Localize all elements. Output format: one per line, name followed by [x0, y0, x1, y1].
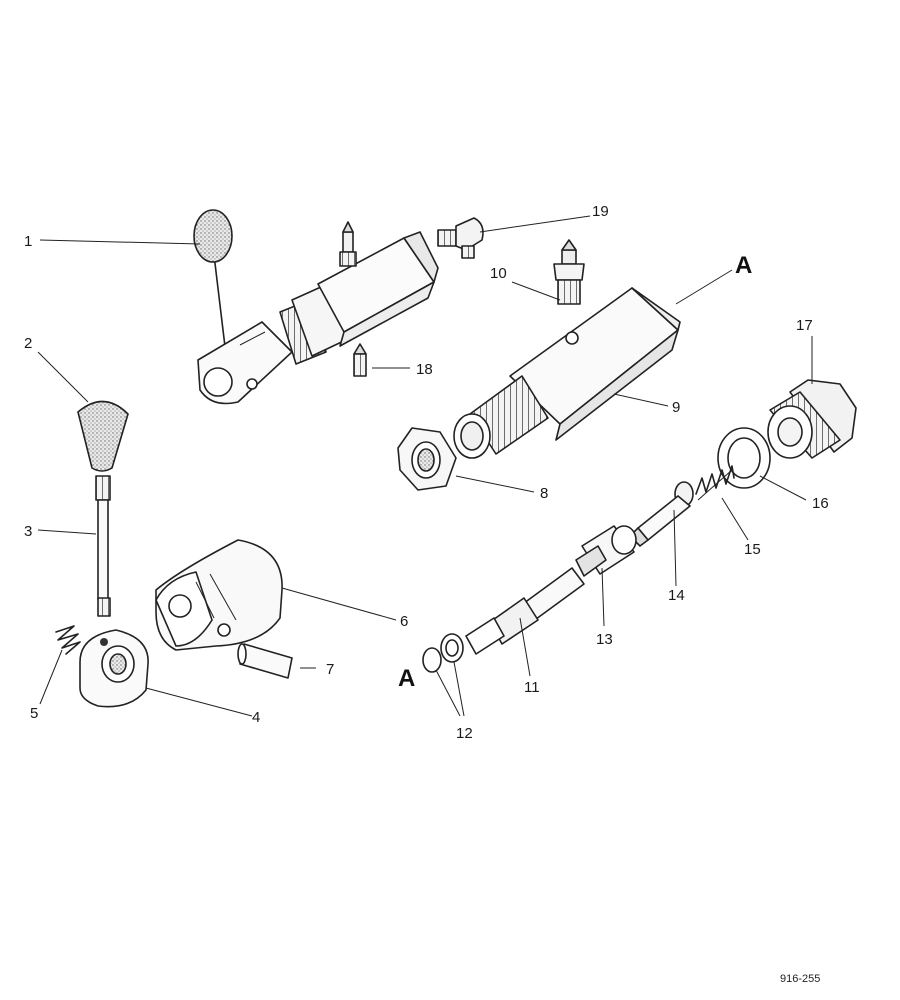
- part-19-elbow-fitting: [437, 217, 484, 259]
- part-14-poppet: [629, 481, 694, 547]
- callout-6: 6: [400, 613, 408, 630]
- assembled-hex-body: [317, 221, 439, 347]
- callout-1: 1: [24, 233, 32, 250]
- callout-5: 5: [30, 705, 38, 722]
- callout-2: 2: [24, 335, 32, 352]
- reference-number: 916-255: [780, 973, 820, 985]
- assembled-valve: [193, 209, 439, 405]
- part-11-shaft: [465, 567, 585, 655]
- callout-11: 11: [524, 679, 540, 696]
- callout-4: 4: [252, 709, 260, 726]
- part-18-nipple: [353, 343, 367, 377]
- part-4-round-block: [79, 629, 149, 708]
- part-5-spring: [55, 625, 81, 655]
- part-2-knob: [77, 400, 129, 472]
- callout-labels: 1 2 3 4 5 6 7 8 9 10 11 12 13 14 15 16 1…: [24, 203, 829, 985]
- callout-12: 12: [456, 725, 473, 742]
- part-17-plug: [767, 379, 857, 459]
- callout-18: 18: [416, 361, 433, 378]
- callout-8: 8: [540, 485, 548, 502]
- part-6-clevis: [155, 539, 283, 651]
- part-9-valve-body: [453, 287, 681, 459]
- callout-15: 15: [744, 541, 761, 558]
- callout-7: 7: [326, 661, 334, 678]
- part-12-o-rings: [422, 633, 464, 673]
- callout-9: 9: [672, 399, 680, 416]
- part-8-hex-nut: [397, 427, 457, 491]
- callout-17: 17: [796, 317, 813, 334]
- section-mark-top: A: [735, 252, 752, 279]
- part-7-pin: [237, 643, 293, 679]
- part-3-rod: [95, 475, 111, 617]
- part-16-washer: [717, 427, 771, 489]
- leader-lines: [37, 215, 813, 717]
- callout-19: 19: [592, 203, 609, 220]
- callout-16: 16: [812, 495, 829, 512]
- part-10-grease-fitting: [553, 239, 585, 305]
- part-15-spring: [695, 465, 735, 501]
- callout-10: 10: [490, 265, 507, 282]
- callout-14: 14: [668, 587, 685, 604]
- assembled-lever: [193, 209, 233, 356]
- part-13-collar: [575, 525, 637, 577]
- section-mark-bottom: A: [398, 665, 415, 692]
- callout-13: 13: [596, 631, 613, 648]
- callout-3: 3: [24, 523, 32, 540]
- assembled-clevis: [197, 321, 293, 405]
